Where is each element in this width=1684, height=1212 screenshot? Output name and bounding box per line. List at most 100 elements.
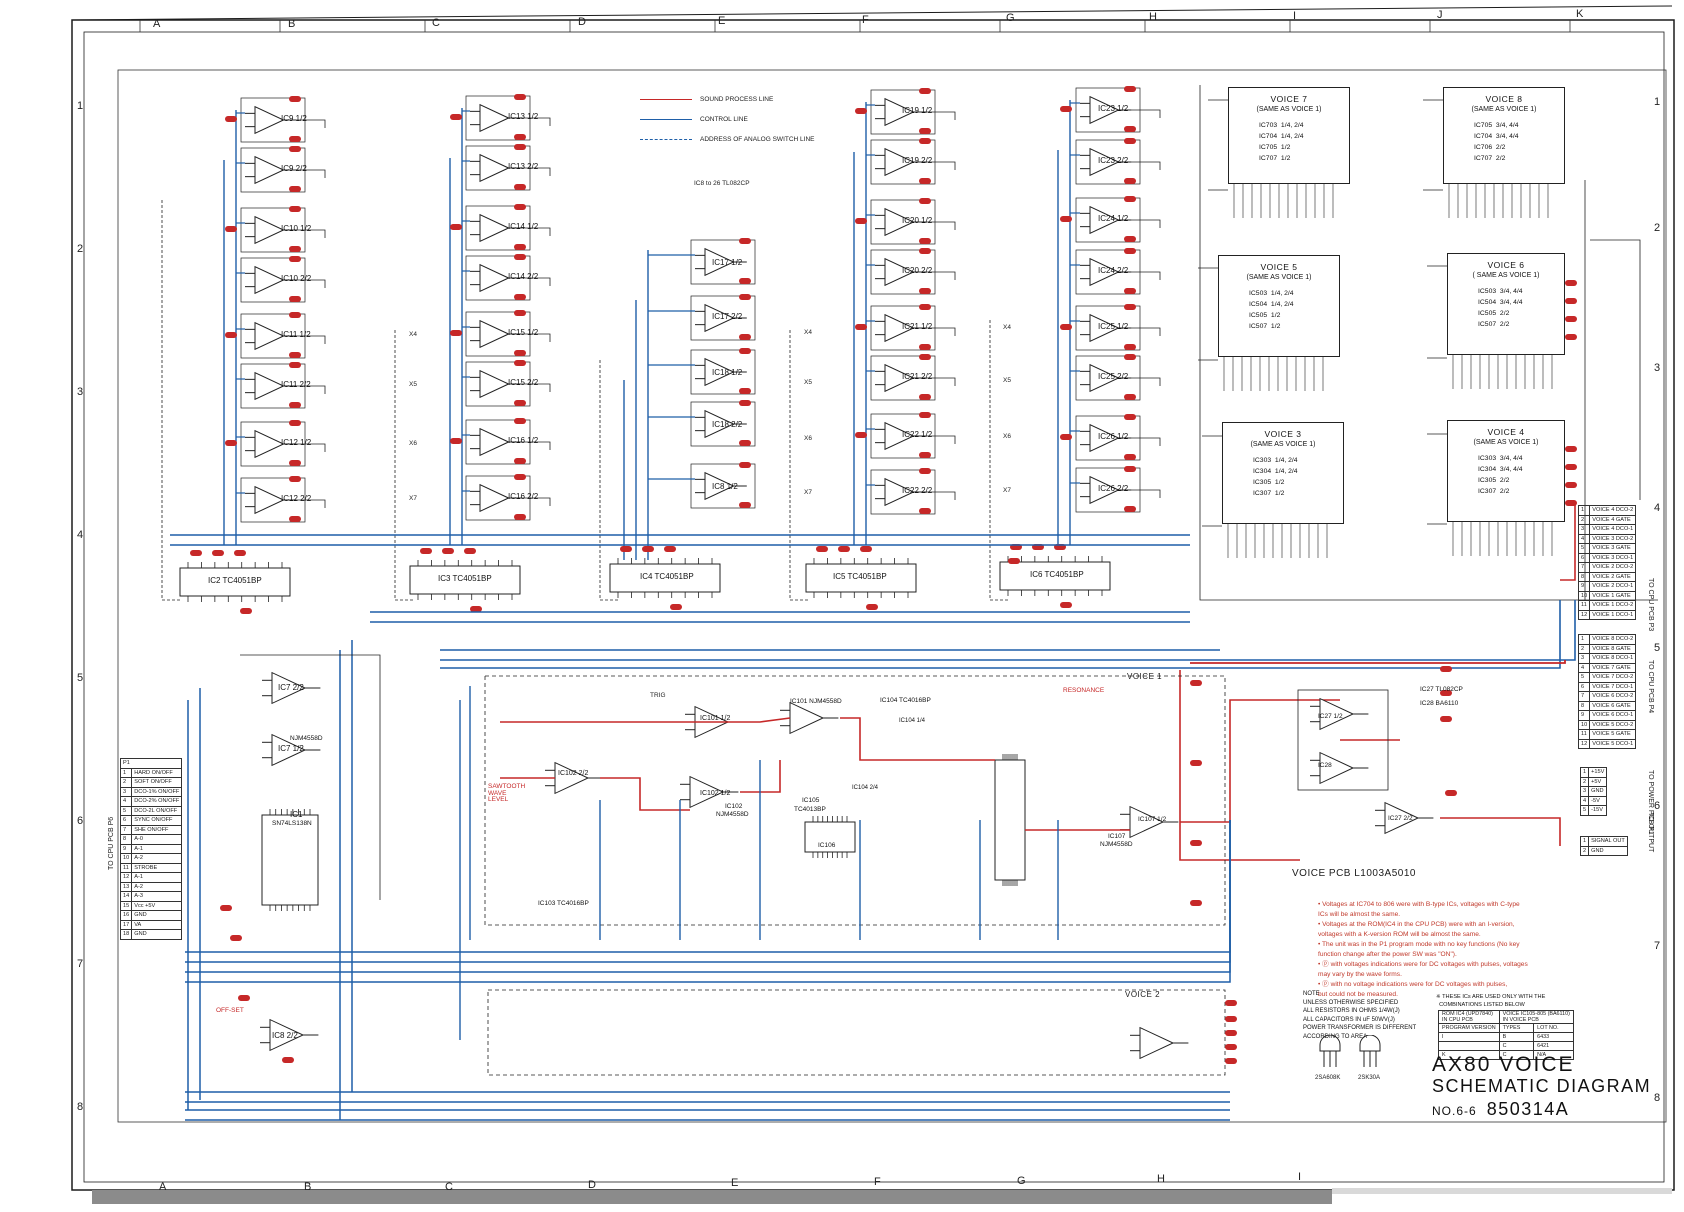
opamp-symbol [704,357,735,387]
opamp-symbol [271,733,307,767]
p3-side-label: TO CPU PCB P3 [1647,578,1654,632]
ic-label: IC28 [1318,762,1332,769]
ic-type-note: IC8 to 26 TL082CP [694,180,750,187]
voice-7-block: VOICE 7 (SAME AS VOICE 1) IC703 1/4, 2/4… [1228,87,1350,184]
opamp-symbol [884,147,915,177]
version-cell: VOICE IC105-805 (BA6110) IN VOICE PCB [1498,1010,1574,1024]
output-wire [1132,271,1161,280]
test-point-tag [739,440,751,446]
pin-number: 11 [119,862,133,873]
test-point-tag [514,360,526,366]
version-cell [1438,1041,1500,1051]
pin-signal: VOICE 2 GATE [1589,571,1637,582]
grid-letter-bottom: E [731,1177,739,1189]
pin-number: 12 [1577,609,1591,620]
pin-signal: VOICE 8 GATE [1589,643,1637,654]
grid-number-right: 3 [1654,362,1661,374]
ic-label: IC104 1/4 [899,718,926,724]
opamp-symbol [254,265,285,295]
ic-label: IC10 1/2 [281,224,312,233]
transistor-label: 2SK30A [1358,1075,1381,1081]
ic-label: IC23 1/2 [1098,104,1129,113]
test-point-tag [225,226,237,232]
voice-block-subtitle: (SAME AS VOICE 1) [1473,439,1539,446]
voice-block-ic-list: IC303 3/4, 4/4 IC304 3/4, 4/4 IC305 2/2 … [1478,455,1523,495]
test-point-tag [1225,1016,1237,1022]
ic-label: IC106 [818,842,836,849]
control-bus [185,820,1231,973]
pin-number: 4 [1577,533,1591,544]
pin-signal: A-3 [131,891,183,902]
opamp-symbol [269,1018,305,1052]
pin-number: 10 [1577,719,1591,730]
opamp-symbol [1384,801,1420,835]
note-line: ICs will be almost the same. [1318,911,1401,918]
voice-block-subtitle: (SAME AS VOICE 1) [1250,441,1316,448]
pin-number: 4 [1577,662,1591,673]
grid-letter-bottom: D [588,1179,596,1191]
sound-line [500,717,791,723]
multiplexer-chip [805,563,917,593]
voice1-region-title: VOICE 1 [1127,672,1163,681]
opamp-symbol [884,97,915,127]
pin-number: 5 [1577,672,1591,683]
legend-item: CONTROL LINE [640,116,748,123]
analog-switch-line-label: X7 [1003,487,1011,494]
pin-number: 8 [119,834,133,845]
test-point-tag [919,128,931,134]
ic-label: IC2 TC4051BP [208,576,262,585]
test-point-tag [1190,760,1202,766]
output-wire [1132,377,1161,386]
ic-combination-note: ※ THESE ICs ARE USED ONLY WITH THE COMBI… [1436,994,1546,1008]
test-point-tag [620,546,632,552]
pin-number: 9 [1577,710,1591,721]
pin-signal: HARD ON/OFF [131,767,183,778]
ic-label: IC25 2/2 [1098,372,1129,381]
test-point-tag [1124,138,1136,144]
ic-label: IC11 1/2 [281,330,311,339]
pin-number: 1 [1579,836,1590,847]
test-point-tag [1440,690,1452,696]
pin-number: 2 [1579,845,1590,856]
ic-label: IC1 [290,810,303,819]
voice-block-ic-list: IC303 1/4, 2/4 IC304 1/4, 2/4 IC305 1/2 … [1253,457,1298,497]
analog-switch-line-label: X5 [409,381,417,388]
sawtooth-level-label: SAWTOOTH WAVE LEVEL [488,783,526,803]
output-wire [297,229,326,238]
pin-number: 3 [1579,786,1590,797]
test-point-tag [289,296,301,302]
ic-label: IC21 1/2 [902,322,933,331]
test-point-tag [919,412,931,418]
ic-label: IC103 TC4016BP [538,900,589,907]
ic106-chip [804,821,856,853]
test-point-tag [1124,354,1136,360]
pin-signal: DCO-2% ON/OFF [131,796,183,807]
test-point-tag [289,312,301,318]
ic-label: IC4 TC4051BP [640,572,694,581]
test-point-tag [289,460,301,466]
address-line [161,200,182,601]
test-point-tag [1190,900,1202,906]
grid-number-left: 5 [77,672,84,684]
feedback-network [690,239,756,285]
test-point-tag [1190,680,1202,686]
pin-signal: +5V [1588,776,1608,787]
output-wire [927,221,956,230]
sound-line [600,777,690,811]
connector-header: P1 [119,758,183,769]
test-point-tag [1124,86,1136,92]
pin-signal: STROBE [131,862,183,873]
opamp-symbol [554,761,590,795]
test-point-tag [919,138,931,144]
test-point-tag [860,546,872,552]
note-line: • Voltages at IC704 to 806 were with B-t… [1318,901,1520,908]
